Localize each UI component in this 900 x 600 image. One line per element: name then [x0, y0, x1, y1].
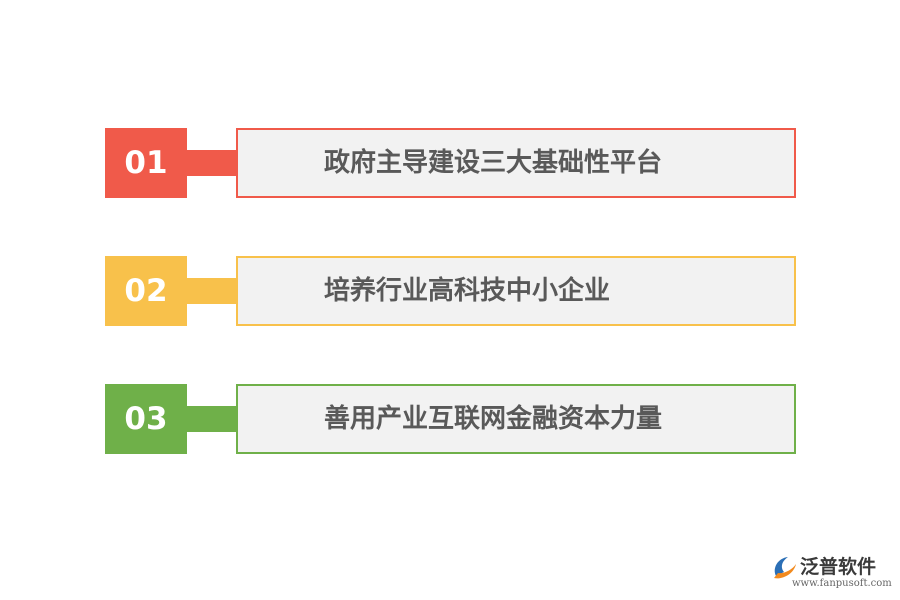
item-number-badge: 02: [105, 256, 187, 326]
list-item-1: 01 政府主导建设三大基础性平台: [0, 128, 900, 198]
item-text: 政府主导建设三大基础性平台: [324, 148, 663, 178]
item-text-box: 善用产业互联网金融资本力量: [236, 384, 796, 454]
brand-logo: 泛普软件 www.fanpusoft.com: [770, 550, 895, 598]
item-text: 培养行业高科技中小企业: [324, 276, 611, 306]
logo-name: 泛普软件: [800, 556, 877, 578]
list-item-2: 02 培养行业高科技中小企业: [0, 256, 900, 326]
item-text-box: 政府主导建设三大基础性平台: [236, 128, 796, 198]
logo-swirl-icon: [774, 557, 796, 579]
logo-url: www.fanpusoft.com: [792, 578, 892, 589]
item-number-badge: 03: [105, 384, 187, 454]
item-text-box: 培养行业高科技中小企业: [236, 256, 796, 326]
item-number-badge: 01: [105, 128, 187, 198]
item-text: 善用产业互联网金融资本力量: [324, 404, 663, 434]
list-item-3: 03 善用产业互联网金融资本力量: [0, 384, 900, 454]
